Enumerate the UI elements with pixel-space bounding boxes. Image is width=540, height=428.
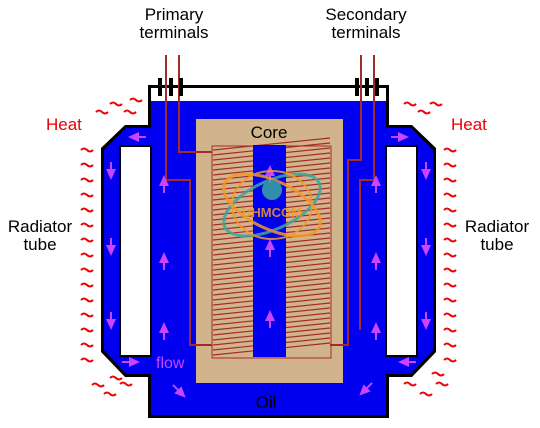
flow-arrow bbox=[172, 384, 186, 398]
radiator-tube-left-2: tube bbox=[23, 235, 56, 254]
heat-label-right: Heat bbox=[451, 115, 487, 134]
heat-wave bbox=[80, 342, 94, 348]
heat-wave bbox=[443, 357, 457, 363]
core-label: Core bbox=[251, 123, 288, 142]
heat-wave bbox=[80, 162, 94, 168]
heat-wave bbox=[80, 207, 94, 213]
flow-arrow bbox=[122, 357, 140, 367]
flow-arrow bbox=[265, 239, 275, 257]
heat-wave bbox=[443, 312, 457, 318]
flow-arrow bbox=[371, 175, 381, 193]
watermark-text: UHMCOM bbox=[242, 205, 302, 220]
heat-wave bbox=[80, 282, 94, 288]
heat-wave bbox=[443, 342, 457, 348]
flow-arrow bbox=[159, 322, 169, 340]
radiator-tube-right-2: tube bbox=[480, 235, 513, 254]
primary-terminals-label-1: Primary bbox=[145, 5, 204, 24]
heat-wave bbox=[95, 109, 109, 115]
heat-wave bbox=[443, 192, 457, 198]
flow-arrow bbox=[159, 252, 169, 270]
primary-terminals-label-2: terminals bbox=[140, 23, 209, 42]
heat-wave bbox=[80, 357, 94, 363]
heat-wave bbox=[123, 109, 137, 115]
secondary-terminals-label-2: terminals bbox=[332, 23, 401, 42]
heat-wave bbox=[443, 297, 457, 303]
heat-wave bbox=[419, 391, 433, 397]
heat-wave bbox=[91, 382, 105, 388]
heat-wave bbox=[443, 207, 457, 213]
heat-wave bbox=[109, 375, 123, 381]
heat-wave bbox=[80, 177, 94, 183]
heat-wave bbox=[443, 282, 457, 288]
heat-wave bbox=[443, 267, 457, 273]
heat-wave bbox=[435, 381, 449, 387]
coil-turn bbox=[212, 137, 331, 151]
flow-arrow bbox=[391, 132, 409, 142]
heat-wave bbox=[80, 297, 94, 303]
tank-airgap bbox=[151, 88, 386, 101]
radiator-tube-left-1: Radiator bbox=[8, 217, 73, 236]
secondary-terminals-label-1: Secondary bbox=[325, 5, 407, 24]
primary-bushing bbox=[158, 78, 183, 96]
flow-arrow bbox=[371, 252, 381, 270]
flow-arrow bbox=[371, 322, 381, 340]
heat-wave bbox=[443, 252, 457, 258]
flow-arrow bbox=[359, 382, 373, 396]
heat-wave bbox=[80, 252, 94, 258]
heat-wave bbox=[129, 97, 143, 103]
heat-wave bbox=[109, 101, 123, 107]
heat-wave bbox=[80, 147, 94, 153]
flow-arrow bbox=[106, 312, 116, 330]
heat-wave bbox=[119, 381, 133, 387]
heat-wave bbox=[417, 109, 431, 115]
heat-wave bbox=[80, 192, 94, 198]
heat-wave bbox=[443, 177, 457, 183]
heat-label-left: Heat bbox=[46, 115, 82, 134]
secondary-wires bbox=[330, 55, 375, 346]
flow-arrow bbox=[421, 162, 431, 180]
heat-wave bbox=[431, 371, 445, 377]
flow-arrow bbox=[106, 162, 116, 180]
heat-wave bbox=[403, 101, 417, 107]
heat-wave bbox=[443, 327, 457, 333]
heat-wave bbox=[443, 237, 457, 243]
watermark-logo: UHMCOM bbox=[222, 170, 322, 240]
flow-arrow bbox=[159, 175, 169, 193]
heat-wave bbox=[443, 162, 457, 168]
flow-arrow bbox=[106, 238, 116, 256]
flow-arrow bbox=[128, 132, 146, 142]
oil-label: Oil bbox=[256, 393, 277, 412]
flow-arrow bbox=[265, 310, 275, 328]
heat-wave bbox=[429, 101, 443, 107]
heat-wave bbox=[80, 267, 94, 273]
flow-arrows bbox=[106, 132, 431, 398]
heat-wave bbox=[80, 237, 94, 243]
flow-arrow bbox=[398, 357, 416, 367]
heat-squiggles bbox=[80, 97, 457, 397]
flow-arrow bbox=[421, 312, 431, 330]
heat-wave bbox=[103, 391, 117, 397]
heat-wave bbox=[403, 381, 417, 387]
heat-wave bbox=[80, 312, 94, 318]
radiator-tube-right-1: Radiator bbox=[465, 217, 530, 236]
heat-wave bbox=[80, 327, 94, 333]
flow-arrow bbox=[421, 238, 431, 256]
heat-wave bbox=[443, 222, 457, 228]
flow-label: flow bbox=[156, 355, 185, 372]
heat-wave bbox=[443, 147, 457, 153]
heat-wave bbox=[80, 222, 94, 228]
secondary-bushing bbox=[355, 78, 379, 96]
